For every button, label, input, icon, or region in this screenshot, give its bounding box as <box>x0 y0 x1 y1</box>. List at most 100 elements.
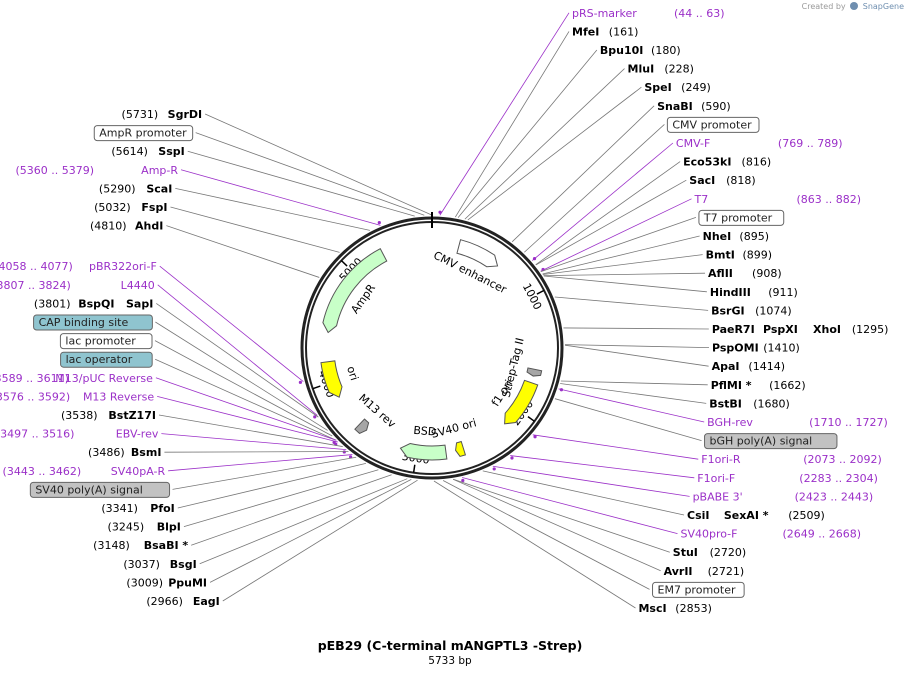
enzyme-name: CsiI <box>687 509 709 522</box>
leader-lines <box>154 12 709 609</box>
leader-line <box>183 469 379 527</box>
site-label-group[interactable]: Bpu10I(180) <box>600 44 681 57</box>
leader-line <box>540 198 692 272</box>
site-label-group[interactable]: PfoI(3341) <box>101 502 174 515</box>
primer-range: (2649 .. 2668) <box>782 528 861 541</box>
site-label-group[interactable]: SV40pro-F(2649 .. 2668) <box>680 528 861 541</box>
feature-label: ori <box>344 365 361 383</box>
leader-line <box>492 465 690 497</box>
enzyme-name: BspQI <box>78 297 114 310</box>
leader-line <box>175 188 371 231</box>
site-label-group[interactable]: BsrGI(1074) <box>711 304 792 317</box>
enzyme-position: (161) <box>609 25 639 38</box>
primer-range: (5360 .. 5379) <box>15 164 94 177</box>
site-label-group[interactable]: AmpR promoter <box>93 125 194 142</box>
site-label-group[interactable]: ScaI(5290) <box>99 182 172 195</box>
feature-arrow[interactable] <box>399 442 448 461</box>
feature-arrow[interactable] <box>504 379 539 425</box>
site-label-group[interactable]: HindIII(911) <box>710 286 798 299</box>
site-label-group[interactable]: BsgI(3037) <box>123 558 196 571</box>
site-label-group[interactable]: CMV-F(769 .. 789) <box>676 137 843 150</box>
site-label-group[interactable]: BstBI(1680) <box>709 397 790 410</box>
primer-name: CMV-F <box>676 137 710 150</box>
enzyme-name: AflII <box>708 267 733 280</box>
primer-site-mark <box>438 210 442 214</box>
primer-name: Amp-R <box>141 164 178 177</box>
feature-arrow[interactable] <box>322 247 388 334</box>
feature-name: CAP binding site <box>39 316 129 329</box>
site-label-group[interactable]: AflII (908) <box>708 267 782 280</box>
site-label-group[interactable]: PflMI *(1662) <box>711 379 806 392</box>
site-label-group[interactable]: SV40 poly(A) signal <box>29 481 171 498</box>
site-label-group[interactable]: CMV promoter <box>666 116 760 133</box>
site-label-group[interactable]: pBABE 3'(2423 .. 2443) <box>693 490 874 503</box>
site-label-group[interactable]: SnaBI(590) <box>657 100 731 113</box>
site-label-group[interactable]: SacI(818) <box>689 174 755 187</box>
site-label-group[interactable]: SspI(5614) <box>111 145 184 158</box>
site-label-group[interactable]: EBV-rev(3497 .. 3516) <box>0 428 159 441</box>
site-label-group[interactable]: BmtI(899) <box>706 249 772 262</box>
site-label-group[interactable]: T7 promoter <box>698 209 785 226</box>
site-label-group[interactable]: T7(863 .. 882) <box>694 193 862 206</box>
site-label-group[interactable]: Eco53kI(816) <box>683 156 771 169</box>
site-label-group[interactable]: MluI(228) <box>628 63 694 76</box>
site-label-group[interactable]: bGH poly(A) signal <box>704 433 838 450</box>
site-label-group[interactable]: M13/pUC Reverse(3589 .. 3611) <box>0 372 153 385</box>
site-label-group[interactable]: BstZ17I(3538) <box>61 409 156 422</box>
feature-arrow[interactable] <box>456 239 499 268</box>
site-label-group[interactable]: PpuMI(3009) <box>126 576 207 589</box>
site-label-group[interactable]: lac promoter <box>59 333 153 350</box>
feature-arrow[interactable] <box>526 367 543 377</box>
site-label-group[interactable]: SgrDI(5731) <box>122 108 203 121</box>
site-labels: pRS-marker(44 .. 63) MfeI(161) Bpu10I(180)… <box>0 7 888 615</box>
site-label-group[interactable]: L4440(3807 .. 3824) <box>0 279 155 292</box>
site-label-group[interactable]: SV40pA-R(3443 .. 3462) <box>3 465 166 478</box>
leader-line <box>439 12 570 216</box>
site-label-group[interactable]: EM7 promoter <box>652 581 745 598</box>
plasmid-size: 5733 bp <box>428 655 472 667</box>
site-label-group[interactable]: Amp-R (5360 .. 5379) <box>15 164 178 177</box>
site-label-group[interactable]: F1ori-R(2073 .. 2092) <box>701 453 882 466</box>
enzyme-position: (180) <box>651 44 681 57</box>
leader-line <box>554 296 709 311</box>
site-label-group[interactable]: BsmI(3486) <box>88 446 161 459</box>
site-label-group[interactable]: SpeI(249) <box>644 81 710 94</box>
site-label-group[interactable]: FspI(5032) <box>94 201 167 214</box>
site-label-group[interactable]: BlpI(3245) <box>108 521 181 534</box>
feature-arrow[interactable] <box>320 360 343 398</box>
site-label-group[interactable]: BGH-rev(1710 .. 1727) <box>707 416 888 429</box>
enzyme-position: (908) <box>752 267 782 280</box>
site-label-group[interactable]: BsaBI *(3148) <box>93 539 188 552</box>
site-label-group[interactable]: F1ori-F(2283 .. 2304) <box>697 472 878 485</box>
site-label-group[interactable]: pBR322ori-F(4058 .. 4077) <box>0 260 157 273</box>
site-label-group[interactable]: CAP binding site <box>33 314 153 331</box>
site-label-group[interactable]: M13 Reverse(3576 .. 3592) <box>0 390 154 403</box>
feature-arrow[interactable] <box>354 418 370 435</box>
leader-line <box>543 275 707 293</box>
enzyme-name: SpeI <box>644 81 671 94</box>
site-label-group[interactable]: NheI(895) <box>703 230 769 243</box>
site-label-group[interactable]: MscI(2853) <box>638 602 711 615</box>
site-label-group[interactable]: EagI(2966) <box>146 595 219 608</box>
feature-arrow[interactable] <box>455 440 467 457</box>
site-label-group[interactable]: MfeI(161) <box>572 25 638 38</box>
site-label-group[interactable]: StuI(2720) <box>673 546 746 559</box>
primer-site-mark <box>510 456 514 460</box>
enzyme-name: SacI <box>689 174 715 187</box>
site-label-group[interactable]: AvrII(2721) <box>664 565 745 578</box>
site-label-group[interactable]: pRS-marker(44 .. 63) <box>572 7 725 20</box>
leader-line <box>558 388 705 423</box>
site-label-group[interactable]: lac operator <box>60 351 153 368</box>
enzyme-position: (5032) <box>94 201 131 214</box>
site-label-group[interactable]: AhdI(4810) <box>90 220 163 233</box>
site-label-group[interactable]: PspOMI(1410) <box>712 342 800 355</box>
site-label-group[interactable]: ApaI(1414) <box>712 360 785 373</box>
leader-line <box>180 169 381 226</box>
leader-line <box>540 217 697 272</box>
leader-line <box>177 463 367 509</box>
enzyme-position: (590) <box>701 100 731 113</box>
enzyme-position: (5290) <box>99 182 136 195</box>
